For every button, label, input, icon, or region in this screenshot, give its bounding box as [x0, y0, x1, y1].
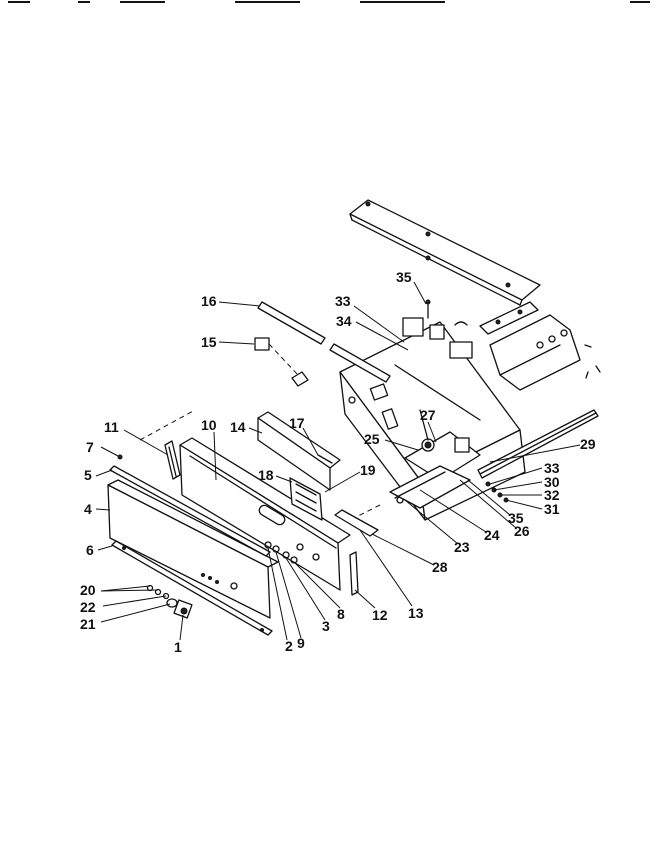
label-16: 16 — [201, 293, 217, 309]
control-board-bracket — [257, 411, 341, 521]
inner-support-rod — [329, 343, 391, 383]
label-34: 34 — [336, 313, 352, 329]
lower-bracket-assembly — [389, 465, 471, 509]
relay-transformer-group — [402, 299, 473, 359]
knob-hardware — [146, 584, 193, 619]
label-23: 23 — [454, 539, 470, 555]
label-35-lower: 35 — [508, 510, 524, 526]
label-27: 27 — [420, 407, 436, 423]
label-33-top: 33 — [335, 293, 351, 309]
inner-control-panel — [179, 437, 351, 591]
label-24: 24 — [484, 527, 500, 543]
label-21: 21 — [80, 616, 96, 632]
label-4: 4 — [84, 501, 92, 517]
part-number-labels: 35 33 34 16 15 11 10 14 17 7 18 19 5 4 6… — [80, 269, 596, 655]
label-20: 20 — [80, 582, 96, 598]
pin — [317, 454, 333, 464]
label-5: 5 — [84, 467, 92, 483]
side-bracket — [479, 301, 539, 335]
leader-lines — [95, 281, 581, 641]
screw — [117, 454, 123, 460]
label-18: 18 — [258, 467, 274, 483]
label-33-lower: 33 — [544, 460, 560, 476]
terminal-block-bracket — [489, 314, 601, 391]
label-31: 31 — [544, 501, 560, 517]
label-6: 6 — [86, 542, 94, 558]
label-26: 26 — [514, 523, 530, 539]
label-7: 7 — [86, 439, 94, 455]
clip — [254, 337, 309, 387]
label-19: 19 — [360, 462, 376, 478]
label-2: 2 — [285, 638, 293, 654]
right-trim-strip — [477, 409, 599, 479]
label-25: 25 — [364, 431, 380, 447]
label-29: 29 — [580, 436, 596, 452]
label-1: 1 — [174, 639, 182, 655]
bottom-trim-strip — [111, 540, 273, 636]
label-28: 28 — [432, 559, 448, 575]
lens-strip — [164, 440, 181, 480]
label-35-top: 35 — [396, 269, 412, 285]
label-3: 3 — [322, 618, 330, 634]
top-trim-strip — [109, 465, 271, 557]
label-32: 32 — [544, 487, 560, 503]
label-17: 17 — [289, 415, 305, 431]
label-22: 22 — [80, 599, 96, 615]
label-8: 8 — [337, 606, 345, 622]
end-cap-12 — [349, 551, 359, 596]
label-10: 10 — [201, 417, 217, 433]
rod — [257, 301, 326, 345]
label-11: 11 — [104, 419, 119, 435]
label-14: 14 — [230, 419, 246, 435]
label-13: 13 — [408, 605, 424, 621]
label-12: 12 — [372, 607, 388, 623]
label-15: 15 — [201, 334, 217, 350]
end-cap-28 — [334, 509, 379, 537]
control-chassis — [339, 321, 526, 521]
control-panel-backsplash — [107, 479, 279, 619]
label-9: 9 — [297, 635, 305, 651]
top-cover-panel — [349, 199, 541, 306]
label-30: 30 — [544, 474, 560, 490]
